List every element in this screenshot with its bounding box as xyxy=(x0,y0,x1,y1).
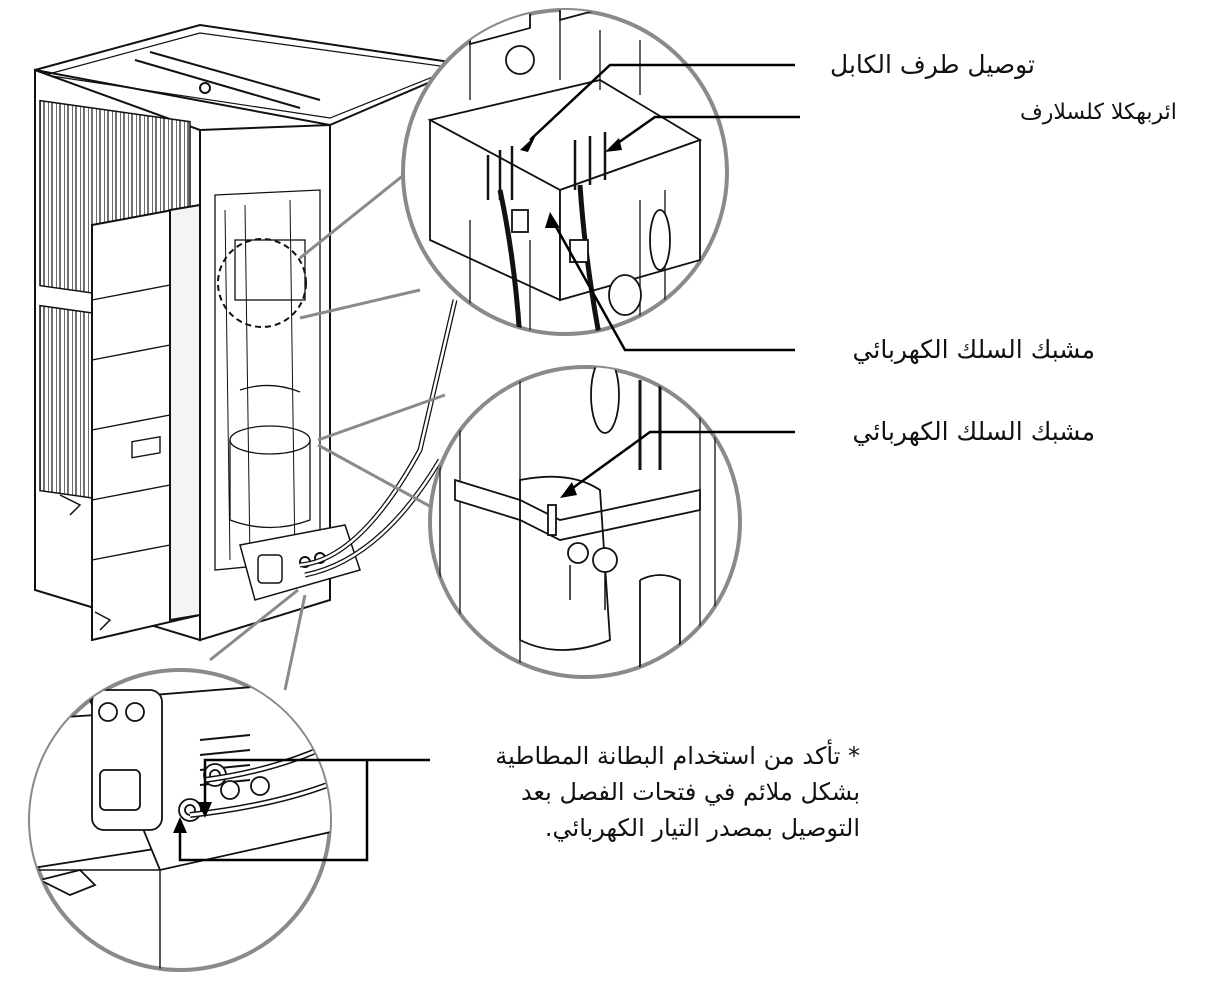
zoom-circle-clamp xyxy=(428,365,742,679)
label-power-wire: ائربهكلا كلسلارف xyxy=(1020,100,1177,125)
outdoor-unit xyxy=(34,23,474,642)
label-wire-clamp-upper: مشبك السلك الكهربائي xyxy=(852,335,1095,364)
bushing-note-line-3: التوصيل بمصدر التيار الكهربائي. xyxy=(544,814,860,842)
label-cable-terminal: توصيل طرف الكابل xyxy=(830,50,1035,79)
bushing-note-line-2: بشكل ملائم في فتحات الفصل بعد xyxy=(520,778,860,806)
bushing-note-line-1: * تأكد من استخدام البطانة المطاطية xyxy=(495,742,860,770)
arrowheads xyxy=(173,135,622,833)
zoom-circle-terminal xyxy=(401,8,729,336)
bushing-note: * تأكد من استخدام البطانة المطاطية بشكل … xyxy=(495,738,860,846)
label-wire-clamp-lower: مشبك السلك الكهربائي xyxy=(852,417,1095,446)
leader-lines xyxy=(178,63,800,862)
